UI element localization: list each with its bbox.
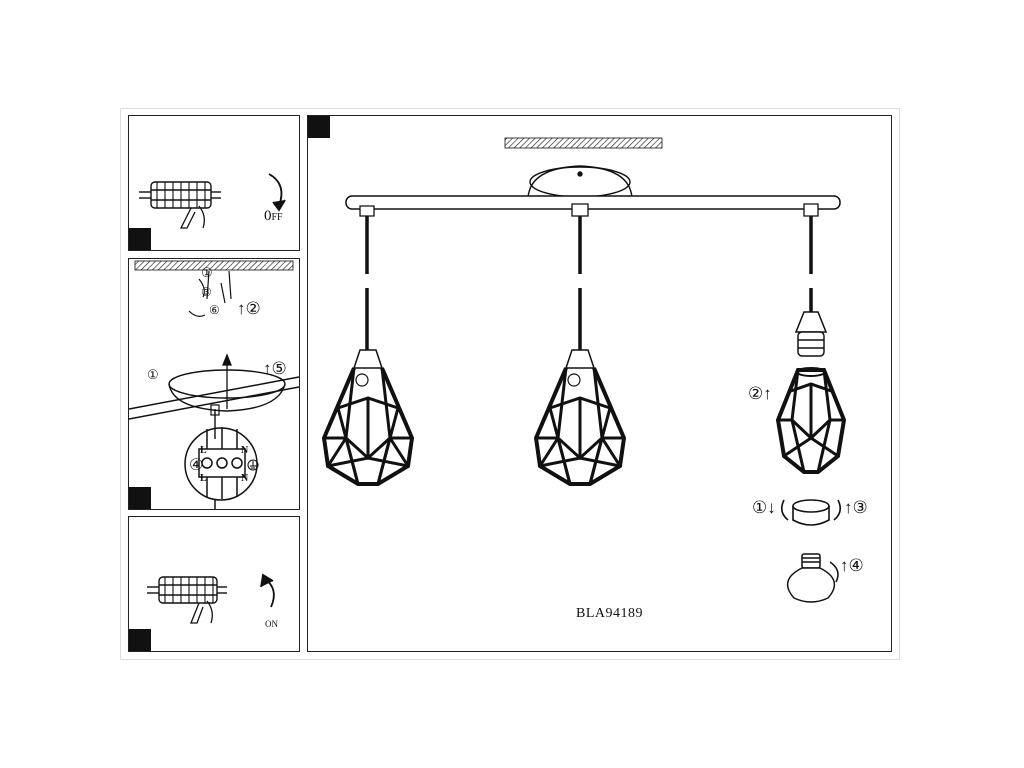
main-corner-marker — [308, 116, 330, 138]
cord-icon — [365, 216, 813, 274]
terminal-block-icon — [147, 576, 227, 604]
step2-marker-3: ③ — [201, 285, 212, 299]
bulb-step-1: ①↓ — [752, 498, 776, 517]
step1-illustration — [139, 173, 286, 229]
light-bulb-icon — [786, 553, 839, 603]
step2-panel: ① ③ ⑥ ↑② ↑⑤ ① ④ L L N N — [128, 258, 300, 510]
step3-panel: ON — [128, 516, 300, 652]
ceiling-hatch — [504, 137, 663, 149]
model-code: BLA94189 — [576, 606, 643, 621]
step2-marker-1b: ① — [147, 367, 159, 382]
screwdriver-icon — [179, 205, 205, 229]
switch-off-arrow-icon — [268, 173, 286, 212]
lamp-cage-1-icon — [322, 348, 414, 486]
step2-marker-4: ④ — [189, 457, 204, 474]
step2-marker-6: ⑥ — [209, 303, 220, 317]
step2-corner-marker — [129, 487, 151, 509]
screwdriver-icon — [190, 600, 213, 624]
ground-icon — [247, 459, 259, 471]
lamp-cage-3-icon — [775, 367, 847, 474]
bulb-step-4: ↑④ — [840, 556, 864, 575]
shade-ring-icon — [780, 499, 842, 526]
step2-illustration — [129, 260, 299, 509]
fixture-illustration — [322, 137, 847, 603]
terminal-label-n-top: N — [241, 445, 249, 456]
step3-illustration — [147, 573, 275, 624]
bulb-step-2: ②↑ — [748, 384, 772, 403]
fixture-bar-icon — [345, 195, 841, 210]
lamp-socket-icon — [794, 311, 828, 357]
terminal-label-l-top: L — [200, 445, 207, 456]
screw-plug-icon — [188, 270, 232, 317]
bulb-step-3: ↑③ — [844, 498, 868, 517]
switch-on-arrow-icon — [260, 573, 275, 608]
wiring-detail-icon — [184, 427, 258, 509]
page-frame — [120, 108, 900, 660]
push-up-arrow-icon — [222, 353, 232, 409]
canopy-icon — [527, 165, 633, 199]
step1-panel: 0FF — [128, 115, 300, 251]
terminal-label-n-bottom: N — [241, 473, 249, 484]
crossbar-icon — [129, 376, 299, 420]
step1-corner-marker — [129, 228, 151, 250]
lamp-cage-2-icon — [534, 348, 626, 486]
step2-marker-5: ↑⑤ — [263, 359, 287, 378]
main-panel: ②↑ ①↓ ↑③ ↑④ BLA94189 — [307, 115, 892, 652]
step2-marker-1: ① — [201, 265, 213, 280]
switch-on-label: ON — [265, 619, 278, 629]
terminal-block-icon — [139, 181, 221, 209]
step3-corner-marker — [129, 629, 151, 651]
terminal-label-l-bottom: L — [200, 473, 207, 484]
cable-holder-icon — [359, 203, 819, 217]
step2-marker-2: ↑② — [237, 299, 261, 318]
switch-off-label: 0FF — [264, 208, 283, 224]
ceiling-hatch — [134, 260, 294, 271]
